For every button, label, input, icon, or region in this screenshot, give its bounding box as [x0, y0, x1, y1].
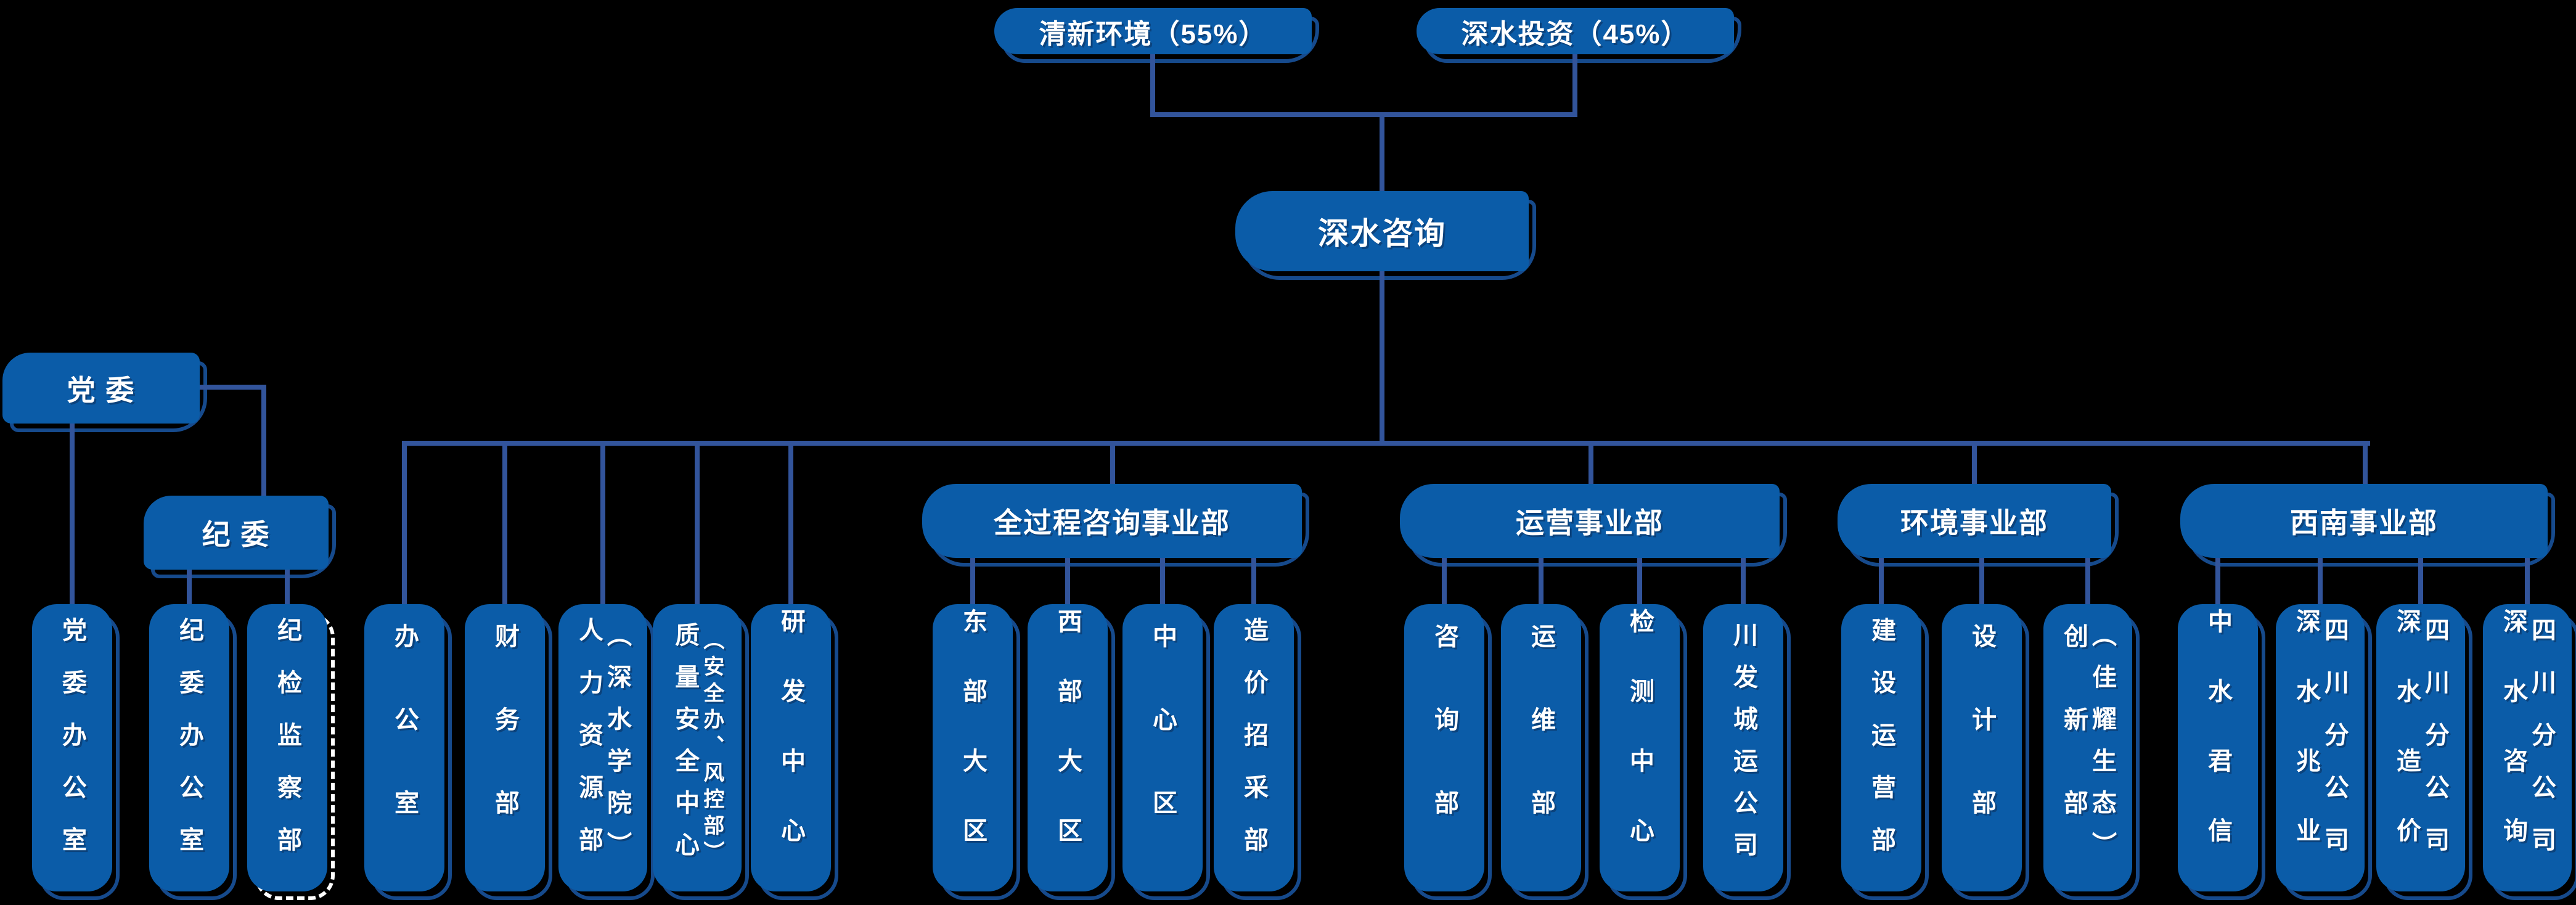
- node-办公室: 办公室: [364, 604, 444, 891]
- node-label-column: 中心区: [1149, 623, 1176, 873]
- node-运维部: 运维部: [1501, 604, 1581, 891]
- node-label-column: 党委办公室: [59, 616, 86, 879]
- connector-line: [1879, 557, 1884, 606]
- connector-line: [2418, 557, 2423, 606]
- node-label-column: 纪委办公室: [176, 616, 203, 879]
- connector-line: [285, 567, 290, 606]
- connector-line: [187, 567, 192, 606]
- node-label-column: （佳耀生态）: [2088, 622, 2116, 874]
- node-label-column: 检测中心: [1626, 608, 1653, 887]
- node-label-column: 设计部: [1968, 623, 1995, 873]
- node-label-column: 建设运营部: [1868, 616, 1895, 879]
- node-label-column: 西部大区: [1054, 608, 1081, 887]
- node-label-column: 质量安全中心: [671, 622, 699, 874]
- node-党委办公室: 党委办公室: [32, 604, 112, 891]
- connector-line: [2318, 557, 2323, 606]
- connector-line: [2085, 557, 2090, 606]
- connector-line: [402, 441, 2370, 446]
- node-西部大区: 西部大区: [1028, 604, 1108, 891]
- connector-line: [788, 444, 793, 606]
- node-四川分公司（深水兆业）: 深水兆业四川分公司: [2276, 604, 2365, 891]
- connector-line: [1251, 557, 1256, 606]
- node-label-column: （安全办、风控部）: [700, 628, 724, 867]
- node-label-column: 运维部: [1527, 623, 1555, 873]
- node-label-column: 四川分公司: [2421, 616, 2448, 879]
- connector-line: [502, 444, 507, 606]
- node-label-column: 研发中心: [777, 608, 804, 887]
- node-jiwei: 纪 委: [144, 496, 329, 570]
- connector-line: [70, 424, 75, 606]
- node-四川分公司（深水造价）: 深水造价四川分公司: [2376, 604, 2465, 891]
- node-财务部: 财务部: [465, 604, 545, 891]
- node-检测中心: 检测中心: [1600, 604, 1680, 891]
- connector-line: [1110, 444, 1115, 486]
- connector-line: [1442, 557, 1447, 606]
- division-header-西南事业部: 西南事业部: [2180, 484, 2548, 558]
- connector-line: [1539, 557, 1544, 606]
- node-研发中心: 研发中心: [751, 604, 831, 891]
- connector-line: [1589, 444, 1593, 486]
- connector-line: [2525, 557, 2530, 606]
- connector-line: [1637, 557, 1642, 606]
- connector-line: [1979, 557, 1984, 606]
- connector-line: [1160, 557, 1165, 606]
- connector-line: [1065, 557, 1070, 606]
- division-header-全过程咨询事业部: 全过程咨询事业部: [922, 484, 1302, 558]
- node-中水君信: 中水君信: [2178, 604, 2258, 891]
- node-造价招采部: 造价招采部: [1214, 604, 1294, 891]
- node-纪检监察部: 纪检监察部: [247, 604, 327, 891]
- connector-line: [1150, 112, 1577, 117]
- connector-line: [600, 444, 605, 606]
- connector-line: [261, 385, 266, 498]
- connector-line: [970, 557, 975, 606]
- node-建设运营部: 建设运营部: [1841, 604, 1921, 891]
- node-创新部（佳耀生态）: 创新部（佳耀生态）: [2043, 604, 2132, 891]
- node-shenshui-touzi: 深水投资（45%）: [1417, 8, 1734, 54]
- node-label-column: 造价招采部: [1240, 616, 1267, 879]
- connector-line: [1150, 54, 1155, 115]
- connector-line: [1572, 54, 1577, 115]
- node-label-column: 纪检监察部: [274, 616, 301, 879]
- node-label-column: 财务部: [491, 623, 518, 873]
- node-人力资源部（深水学院）: 人力资源部（深水学院）: [558, 604, 647, 891]
- node-川发城运公司: 川发城运公司: [1703, 604, 1783, 891]
- connector-line: [1380, 116, 1384, 192]
- connector-line: [402, 444, 407, 606]
- node-纪委办公室: 纪委办公室: [149, 604, 229, 891]
- node-label-column: 人力资源部: [575, 616, 602, 879]
- node-label-column: （深水学院）: [603, 622, 631, 874]
- division-header-运营事业部: 运营事业部: [1400, 484, 1780, 558]
- connector-line: [1380, 271, 1384, 444]
- connector-line: [2363, 444, 2368, 486]
- node-label-column: 深水兆业: [2292, 608, 2320, 887]
- node-label-column: 中水君信: [2204, 608, 2231, 887]
- node-东部大区: 东部大区: [933, 604, 1013, 891]
- node-label-column: 四川分公司: [2321, 616, 2348, 879]
- node-label-column: 四川分公司: [2528, 616, 2555, 879]
- node-label-column: 深水造价: [2393, 608, 2420, 887]
- node-dangwei: 党 委: [2, 353, 200, 424]
- node-qingxin-huanjing: 清新环境（55%）: [994, 8, 1312, 54]
- node-label-column: 办公室: [391, 623, 418, 873]
- node-中心区: 中心区: [1122, 604, 1203, 891]
- connector-line: [200, 385, 265, 390]
- connector-line: [695, 444, 700, 606]
- node-label-column: 咨询部: [1431, 623, 1458, 873]
- node-咨询部: 咨询部: [1404, 604, 1484, 891]
- node-设计部: 设计部: [1942, 604, 2022, 891]
- node-label-column: 东部大区: [959, 608, 986, 887]
- division-header-环境事业部: 环境事业部: [1838, 484, 2111, 558]
- connector-line: [1972, 444, 1977, 486]
- node-shenshui-zixun: 深水咨询: [1235, 191, 1529, 271]
- node-label-column: 深水咨询: [2500, 608, 2527, 887]
- node-四川分公司（深水咨询）: 深水咨询四川分公司: [2483, 604, 2572, 891]
- connector-line: [1741, 557, 1746, 606]
- node-质量安全中心（安全办、风控部）: 质量安全中心（安全办、风控部）: [653, 604, 742, 891]
- node-label-column: 创新部: [2060, 623, 2087, 873]
- connector-line: [2215, 557, 2220, 606]
- node-label-column: 川发城运公司: [1730, 622, 1757, 874]
